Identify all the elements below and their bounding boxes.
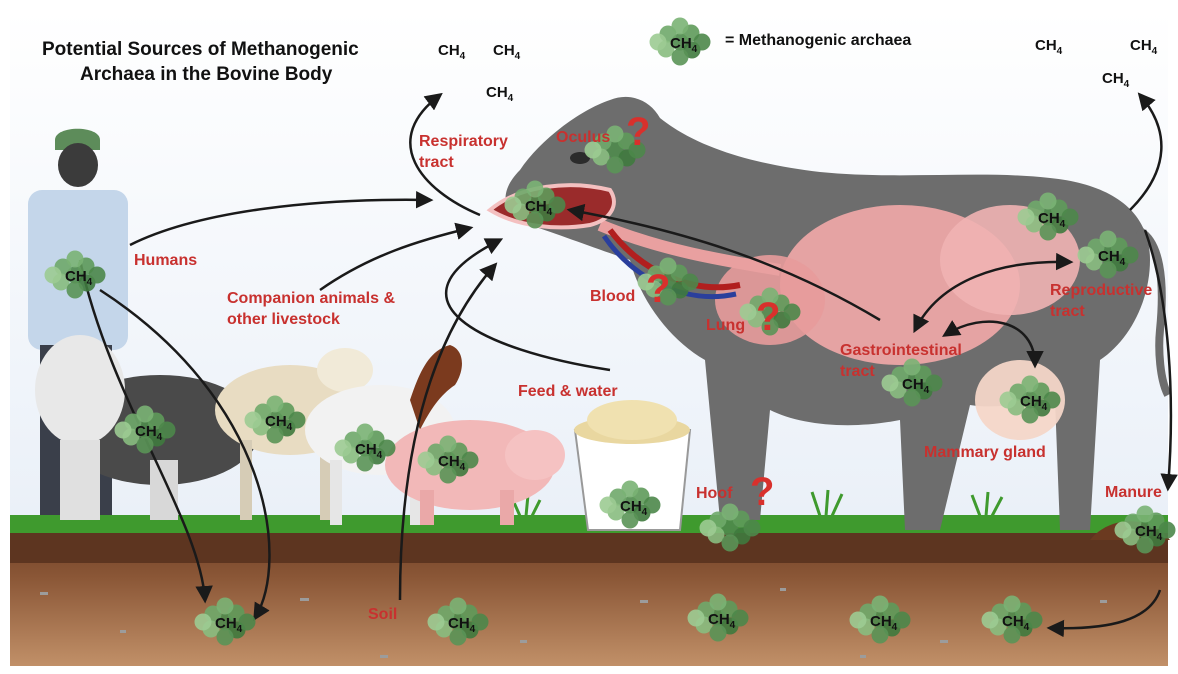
archaea-cell [505, 197, 522, 214]
question-mark-blood: ? [646, 267, 670, 311]
archaea-cell [245, 412, 262, 429]
archaea-cell [440, 436, 457, 453]
label-hoof: Hoof [696, 485, 733, 502]
archaea-cell [1018, 209, 1035, 226]
archaea-cell [1078, 247, 1095, 264]
archaea-cell [722, 504, 739, 521]
archaea-cell [622, 481, 639, 498]
archaea-cell [115, 422, 132, 439]
archaea-cell [335, 440, 352, 457]
archaea-cell [710, 594, 727, 611]
archaea-cell [872, 596, 889, 613]
archaea-cell [722, 535, 739, 552]
label-oculus: Oculus [556, 129, 610, 146]
archaea-cell [450, 598, 467, 615]
archaea-cell [850, 612, 867, 629]
label-mammary: Mammary gland [924, 444, 1046, 461]
question-mark-lung: ? [756, 295, 780, 339]
label-companion-line2: other livestock [227, 311, 340, 328]
archaea-cell [428, 614, 445, 631]
archaea-cell [137, 406, 154, 423]
archaea-cell [600, 497, 617, 514]
label-repro-line2: tract [1050, 303, 1085, 320]
label-companion-line1: Companion animals & [227, 290, 395, 307]
label-lung: Lung [706, 317, 745, 334]
label-repro-line1: Reproductive [1050, 282, 1152, 299]
question-mark-oculus: ? [626, 110, 650, 154]
archaea-cell [267, 396, 284, 413]
archaea-cell [1137, 506, 1154, 523]
label-feed: Feed & water [518, 383, 618, 400]
soil-band-dark [10, 533, 1168, 563]
title-line1: Potential Sources of Methanogenic [42, 39, 359, 60]
archaea-cell [1000, 392, 1017, 409]
archaea-cell [744, 520, 761, 537]
label-blood: Blood [590, 288, 635, 305]
archaea-cell [195, 614, 212, 631]
label-gi-line2: tract [840, 363, 875, 380]
archaea-cell [607, 157, 624, 174]
archaea-cell [784, 304, 801, 321]
archaea-cell [688, 610, 705, 627]
archaea-cell [682, 274, 699, 291]
archaea-cell [357, 424, 374, 441]
archaea-cell [45, 267, 62, 284]
archaea-cell [1115, 522, 1132, 539]
label-gi-line1: Gastrointestinal [840, 342, 962, 359]
archaea-cell [982, 612, 999, 629]
archaea-cell [1004, 596, 1021, 613]
archaea-cell [904, 359, 921, 376]
label-respiratory-line2: tract [419, 154, 454, 171]
archaea-cell [1040, 193, 1057, 210]
label-humans: Humans [134, 252, 197, 269]
archaea-cell [1100, 231, 1117, 248]
legend-text: = Methanogenic archaea [725, 32, 911, 49]
label-manure: Manure [1105, 484, 1162, 501]
label-respiratory-line1: Respiratory [419, 133, 508, 150]
archaea-cell [672, 18, 689, 35]
label-soil: Soil [368, 606, 397, 623]
archaea-cell [650, 34, 667, 51]
archaea-cell [418, 452, 435, 469]
archaea-cell [882, 375, 899, 392]
title-line2: Archaea in the Bovine Body [80, 64, 333, 85]
archaea-cell [700, 520, 717, 537]
archaea-cell [67, 251, 84, 268]
archaea-cell [527, 181, 544, 198]
archaea-cell [1022, 376, 1039, 393]
question-mark-hoof: ? [750, 470, 774, 514]
archaea-cell [217, 598, 234, 615]
